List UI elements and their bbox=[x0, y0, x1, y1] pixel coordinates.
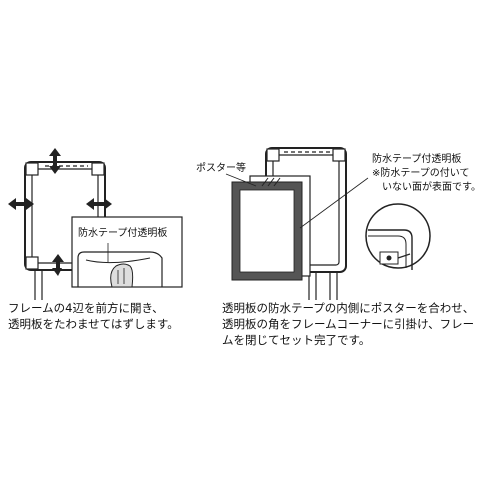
right-caption-line-3: ムを閉じてセット完了です。 bbox=[222, 333, 371, 347]
left-caption-line-1: フレームの4辺を前方に開き、 bbox=[8, 301, 164, 315]
poster-label: ポスター等 bbox=[196, 161, 246, 174]
open-arrow-icon-top bbox=[49, 148, 61, 174]
right-caption: 透明板の防水テープの内側にポスターを合わせ、 透明板の角をフレームコーナーに引掛… bbox=[222, 300, 474, 348]
poster-illustration bbox=[231, 181, 303, 281]
sheet-label-line-1: 防水テープ付透明板 bbox=[372, 152, 461, 165]
right-caption-line-2: 透明板の角をフレームコーナーに引掛け、フレー bbox=[222, 317, 475, 331]
open-arrow-icon-right bbox=[86, 198, 112, 210]
left-caption-line-2: 透明板をたわませてはずします。 bbox=[8, 317, 179, 331]
left-caption: フレームの4辺を前方に開き、 透明板をたわませてはずします。 bbox=[8, 300, 179, 332]
right-caption-line-1: 透明板の防水テープの内側にポスターを合わせ、 bbox=[222, 301, 475, 315]
open-arrow-icon-bottom bbox=[52, 254, 64, 276]
poster-leader-line bbox=[225, 173, 257, 187]
left-inset-box bbox=[71, 216, 183, 288]
inset-sheet-label: 防水テープ付透明板 bbox=[78, 226, 167, 239]
sheet-label-line-3: いない面が表面です。 bbox=[372, 180, 481, 193]
sheet-hatch-marks bbox=[261, 177, 281, 187]
open-arrow-icon-left bbox=[8, 198, 34, 210]
sheet-label-line-2: ※防水テープの付いて bbox=[372, 166, 469, 179]
sheet-leader-line bbox=[299, 177, 369, 229]
corner-detail-circle bbox=[365, 203, 431, 270]
